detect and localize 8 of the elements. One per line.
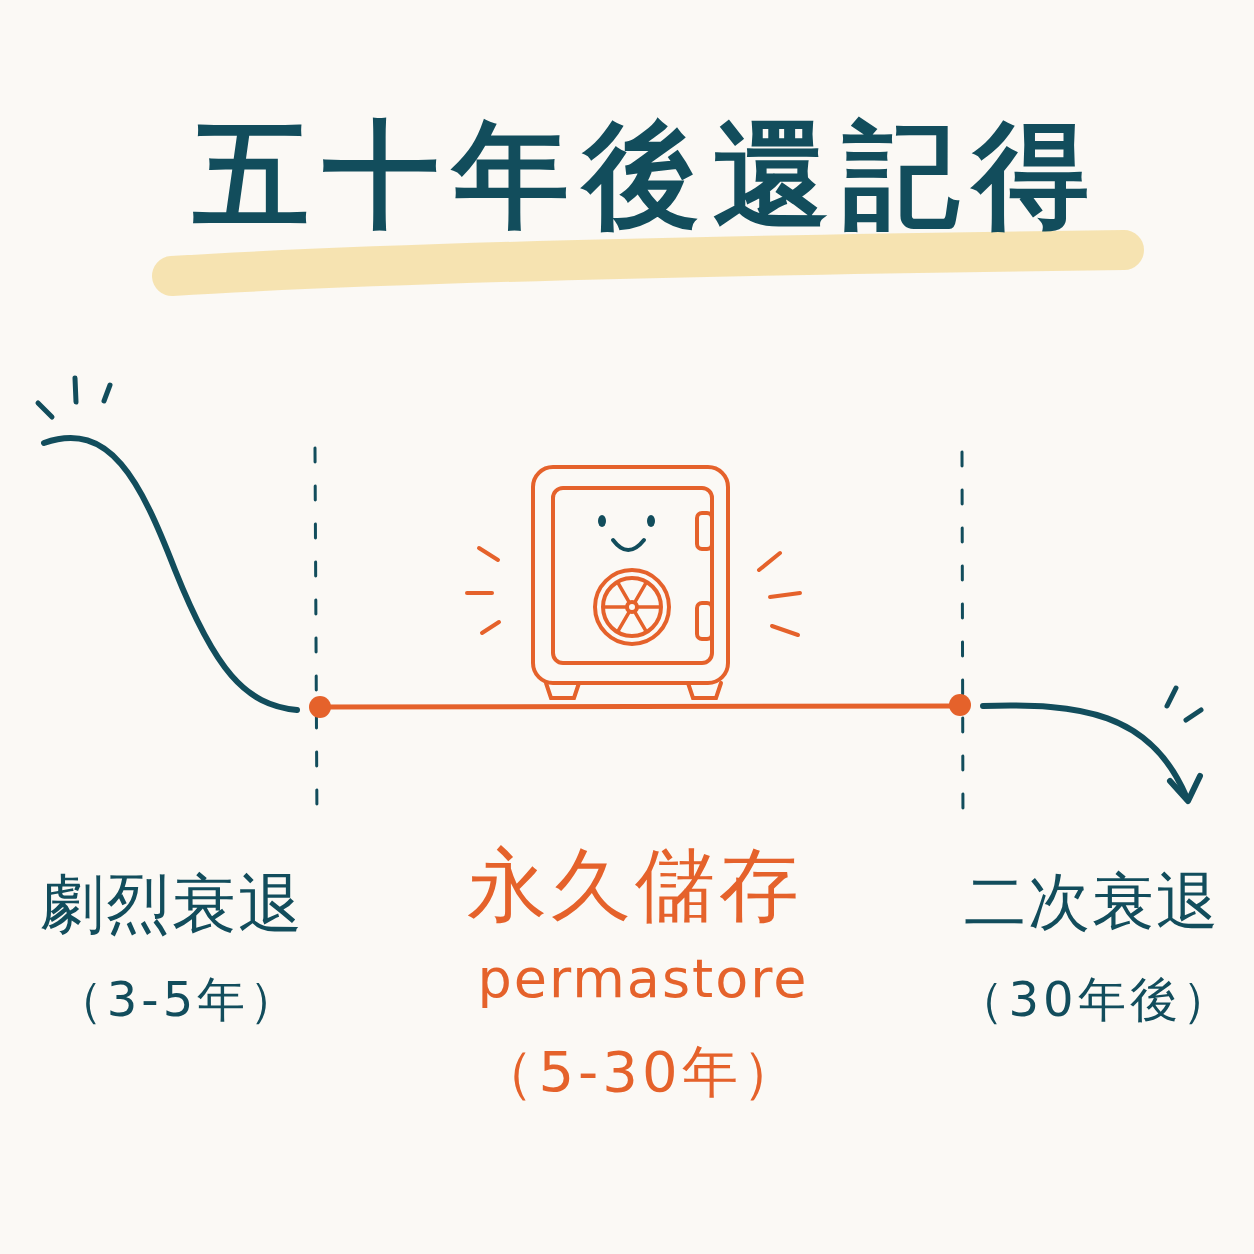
duration-text: （3-5年）	[54, 972, 302, 1028]
title-heading: 五十年後還記得	[193, 108, 1103, 242]
phase-name: 劇烈衰退	[40, 868, 304, 942]
phase-name: 二次衰退	[964, 866, 1220, 938]
duration-text: （5-30年）	[478, 1040, 802, 1105]
english-term: permastore	[477, 948, 809, 1011]
phase-name: 永久儲存	[467, 840, 803, 932]
duration-text: （30年後）	[956, 972, 1234, 1028]
